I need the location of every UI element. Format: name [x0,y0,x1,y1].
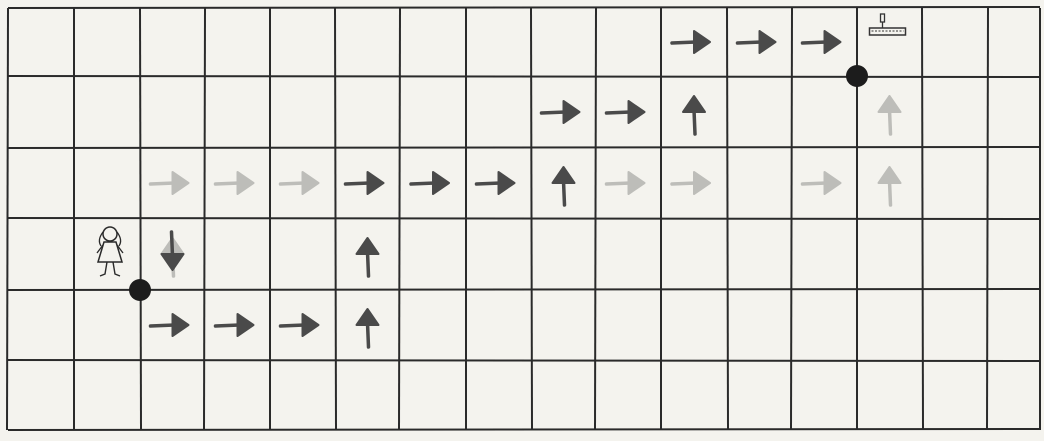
faint-arrow-up-icon-shaft [890,181,891,205]
arrow-right-icon-shaft [411,183,435,184]
arrow-right-icon [672,31,710,53]
faint-arrow-right-icon-head [303,172,319,194]
arrow-up-icon-head [357,238,379,254]
arrow-right-icon-head [238,314,254,336]
arrow-right-icon-shaft [672,42,696,43]
faint-arrow-right-icon [281,172,319,194]
faint-arrow-right-icon-head [694,172,710,194]
arrow-right-icon-shaft [281,325,305,326]
arrow-right-icon [738,31,776,53]
arrow-right-icon-shaft [738,42,762,43]
grid-line-horizontal [8,7,1040,8]
girl-figure-icon [97,227,123,276]
house-door [881,14,885,22]
grid-line-horizontal [8,76,1040,77]
start-dot-icon [129,279,151,301]
grid-line-horizontal [8,429,1040,430]
arrow-right-icon [542,101,580,123]
faint-arrow-right-icon-head [825,172,841,194]
arrow-right-icon [803,31,841,53]
arrow-up-icon-shaft [368,323,369,347]
faint-arrow-up-icon-head [879,167,901,183]
arrow-right-icon-head [368,172,384,194]
house-sign-icon [870,14,906,35]
arrow-down-icon-head [162,254,184,270]
arrow-right-icon-shaft [477,183,501,184]
grid-line-vertical [7,8,8,430]
arrow-right-icon-head [694,31,710,53]
grid-lines [7,7,1040,430]
arrow-up-icon-shaft [564,181,565,205]
girl-head [103,227,117,241]
faint-arrow-up-icon [879,167,901,205]
end-dot-icon [846,65,868,87]
grid-line-horizontal [8,147,1040,148]
arrow-up-icon-shaft [694,110,695,134]
arrow-right-icon-head [433,172,449,194]
arrow-right-icon-shaft [151,325,175,326]
grid-line-horizontal [8,360,1040,361]
faint-arrow-right-icon [607,172,645,194]
faint-arrow-right-icon-head [629,172,645,194]
arrow-up-icon [553,167,575,205]
arrow-right-icon [281,314,319,336]
arrow-up-icon [357,238,379,276]
arrow-up-icon-shaft [368,252,369,276]
girl-legs [100,262,120,276]
faint-arrow-right-icon [216,172,254,194]
characters-layer [97,14,906,276]
faint-arrow-right-icon [151,172,189,194]
arrow-right-icon-shaft [607,112,631,113]
faint-arrows-layer [151,96,901,276]
girl-dress [98,242,122,262]
arrow-right-icon-shaft [542,112,566,113]
arrow-right-icon [607,101,645,123]
arrow-down-icon-shaft [172,232,173,256]
arrow-right-icon-shaft [803,42,827,43]
faint-arrow-right-icon-shaft [672,183,696,184]
arrow-right-icon-shaft [346,183,370,184]
faint-arrow-up-icon-shaft [890,110,891,134]
faint-arrow-right-icon-head [173,172,189,194]
arrow-up-icon [683,96,705,134]
faint-arrow-right-icon-shaft [803,183,827,184]
faint-arrow-right-icon-shaft [151,183,175,184]
faint-arrow-right-icon [803,172,841,194]
arrow-up-icon [357,309,379,347]
grid-line-horizontal [8,289,1040,290]
dark-arrows-layer [151,31,841,347]
arrow-right-icon-head [825,31,841,53]
arrow-right-icon-head [629,101,645,123]
arrow-right-icon-head [760,31,776,53]
arrow-right-icon [346,172,384,194]
faint-arrow-right-icon [672,172,710,194]
arrow-up-icon-head [357,309,379,325]
arrow-right-icon-head [499,172,515,194]
arrow-right-icon [216,314,254,336]
arrow-right-icon-head [564,101,580,123]
faint-arrow-right-icon-shaft [607,183,631,184]
faint-arrow-up-icon [879,96,901,134]
arrow-right-icon-head [303,314,319,336]
faint-arrow-right-icon-shaft [281,183,305,184]
arrow-up-icon-head [683,96,705,112]
arrow-right-icon [411,172,449,194]
arrow-up-icon-head [553,167,575,183]
arrow-right-icon-shaft [216,325,240,326]
faint-arrow-right-icon-head [238,172,254,194]
grid-line-horizontal [8,218,1040,219]
faint-arrow-right-icon-shaft [216,183,240,184]
arrow-right-icon [477,172,515,194]
arrow-right-icon-head [173,314,189,336]
arrow-right-icon [151,314,189,336]
faint-arrow-up-icon-head [879,96,901,112]
